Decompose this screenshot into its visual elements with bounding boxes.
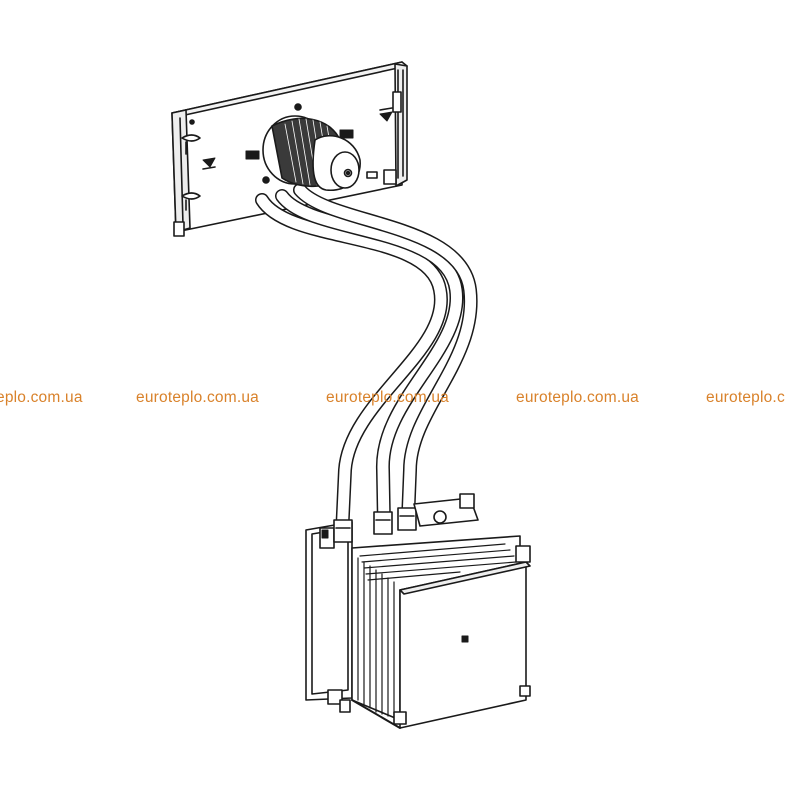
watermark-text: euroteplo.com.ua: [516, 389, 639, 406]
watermark-text: euroteplo.com.ua: [136, 389, 259, 406]
watermark-text: eplo.com.ua: [0, 389, 83, 406]
electronics-box: [305, 493, 531, 729]
sensor-housing: [262, 115, 361, 191]
watermark-text: euroteplo.c: [706, 389, 785, 406]
watermark-text: euroteplo.com.ua: [326, 389, 449, 406]
hoses: [255, 183, 478, 542]
